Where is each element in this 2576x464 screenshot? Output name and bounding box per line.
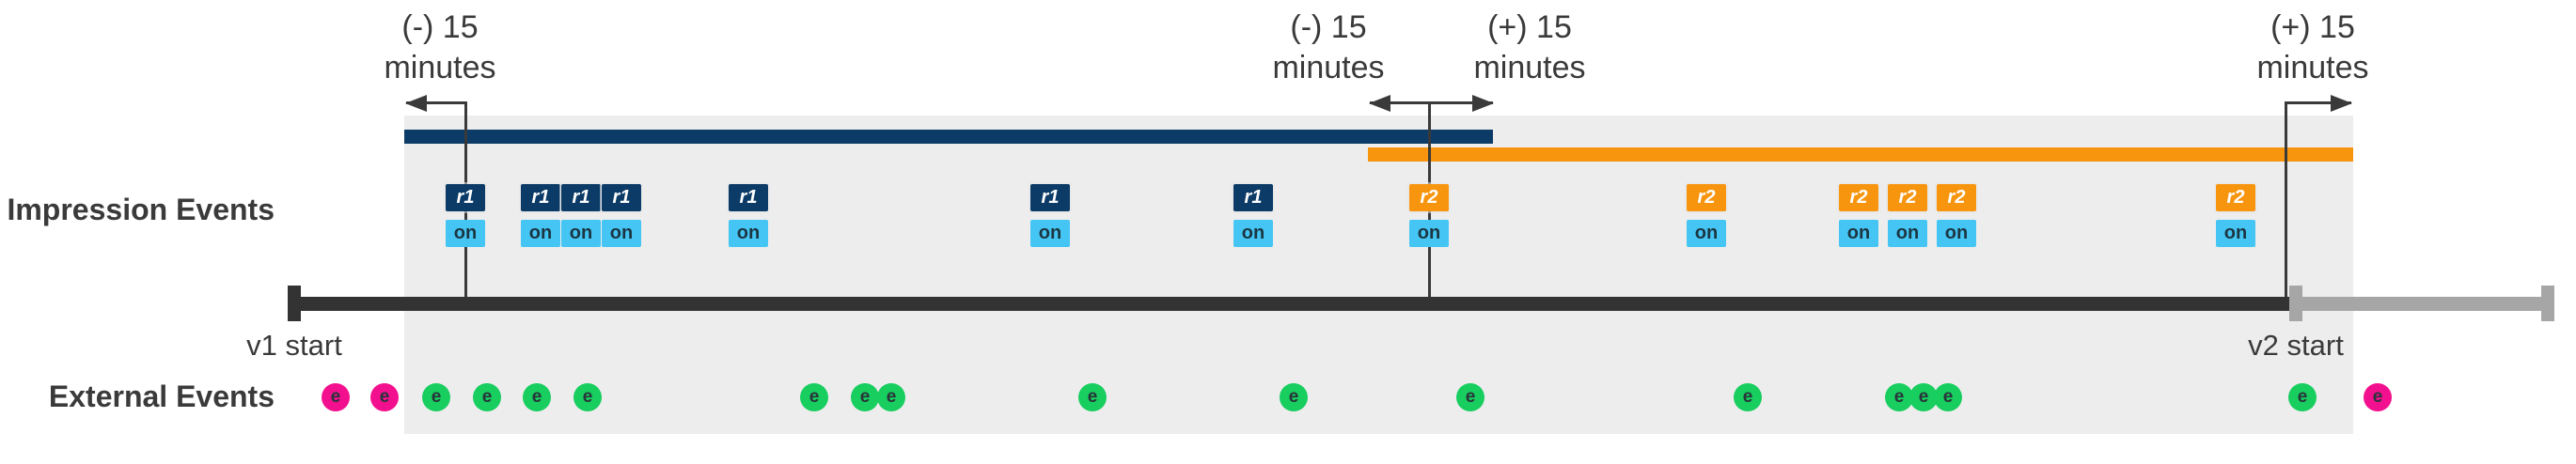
- minus-15-line2: minutes: [1272, 50, 1385, 85]
- v2-start-tick: [2289, 286, 2302, 321]
- timeline-end-tick: [2541, 286, 2554, 321]
- arrow-line: [1370, 101, 1493, 104]
- external-event-dot: e: [1456, 383, 1484, 411]
- impression-badge-r1: r1: [602, 184, 641, 211]
- external-event-dot: e: [2364, 383, 2392, 411]
- impression-badge-r2: r2: [1839, 184, 1878, 211]
- impression-status-badge: on: [1687, 220, 1726, 247]
- minus-15-line2: minutes: [384, 50, 496, 85]
- external-event-dot: e: [851, 383, 879, 411]
- impression-badge-r1: r1: [1030, 184, 1070, 211]
- impression-badge-r2: r2: [1687, 184, 1726, 211]
- v1-start-tick: [288, 286, 301, 321]
- plus-15-minutes-label-right: (+) 15 minutes: [2181, 8, 2444, 88]
- external-event-dot: e: [800, 383, 828, 411]
- impression-events-row-label: Impression Events: [7, 193, 275, 226]
- impression-badge-r1: r1: [1233, 184, 1273, 211]
- external-event-dot: e: [877, 383, 905, 411]
- impression-status-badge: on: [561, 220, 601, 247]
- external-event-dot: e: [422, 383, 450, 411]
- impression-status-badge: on: [1888, 220, 1927, 247]
- r1-analysis-window: [404, 130, 1493, 144]
- external-events-row-label: External Events: [48, 379, 275, 413]
- impression-status-badge: on: [729, 220, 768, 247]
- r2-analysis-window: [1368, 147, 2353, 162]
- impression-status-badge: on: [1233, 220, 1273, 247]
- external-event-dot: e: [473, 383, 501, 411]
- arrow-line: [2286, 101, 2351, 104]
- impression-status-badge: on: [1409, 220, 1449, 247]
- minus-15-line1: (-) 15: [401, 9, 479, 45]
- arrowhead-left-icon: [405, 95, 427, 112]
- impression-badge-r1: r1: [729, 184, 768, 211]
- external-event-dot: e: [1934, 383, 1962, 411]
- external-event-dot: e: [322, 383, 350, 411]
- impression-status-badge: on: [1937, 220, 1976, 247]
- external-event-dot: e: [1734, 383, 1762, 411]
- external-event-dot: e: [1885, 383, 1913, 411]
- impression-badge-r2: r2: [1409, 184, 1449, 211]
- impression-badge-r1: r1: [561, 184, 601, 211]
- impression-badge-r2: r2: [1937, 184, 1976, 211]
- minus-15-minutes-label-left: (-) 15 minutes: [308, 8, 572, 88]
- v1-start-label: v1 start: [246, 329, 342, 362]
- timeline-v1-segment: [290, 297, 2289, 311]
- impression-status-badge: on: [1030, 220, 1070, 247]
- impression-status-badge: on: [1839, 220, 1878, 247]
- impression-status-badge: on: [602, 220, 641, 247]
- external-event-dot: e: [1280, 383, 1308, 411]
- impression-badge-r1: r1: [446, 184, 485, 211]
- v2-start-marker: [2285, 101, 2287, 298]
- arrowhead-right-icon: [2331, 95, 2352, 112]
- timeline-v2-segment: [2289, 297, 2548, 311]
- plus-15-minutes-label-mid: (+) 15 minutes: [1398, 8, 1661, 88]
- plus-15-line2: minutes: [2256, 50, 2369, 85]
- analysis-window-background-panel: [404, 116, 2353, 434]
- external-event-dot: e: [370, 383, 399, 411]
- plus-15-line2: minutes: [1473, 50, 1586, 85]
- minus-15-line1: (-) 15: [1290, 9, 1367, 45]
- external-event-dot: e: [1078, 383, 1107, 411]
- impression-badge-r2: r2: [2216, 184, 2255, 211]
- external-event-dot: e: [1909, 383, 1938, 411]
- external-event-dot: e: [523, 383, 551, 411]
- external-event-dot: e: [573, 383, 602, 411]
- arrow-line: [406, 101, 467, 104]
- v2-start-label: v2 start: [2248, 329, 2344, 362]
- plus-15-line1: (+) 15: [1487, 9, 1572, 45]
- impression-badge-r1: r1: [521, 184, 560, 211]
- plus-15-line1: (+) 15: [2270, 9, 2355, 45]
- impression-badge-r2: r2: [1888, 184, 1927, 211]
- arrowhead-right-icon: [1472, 95, 1494, 112]
- impression-status-badge: on: [446, 220, 485, 247]
- impression-status-badge: on: [2216, 220, 2255, 247]
- impression-status-badge: on: [521, 220, 560, 247]
- external-event-dot: e: [2288, 383, 2317, 411]
- minus-15-minutes-label-mid: (-) 15 minutes: [1197, 8, 1460, 88]
- arrowhead-left-icon: [1369, 95, 1390, 112]
